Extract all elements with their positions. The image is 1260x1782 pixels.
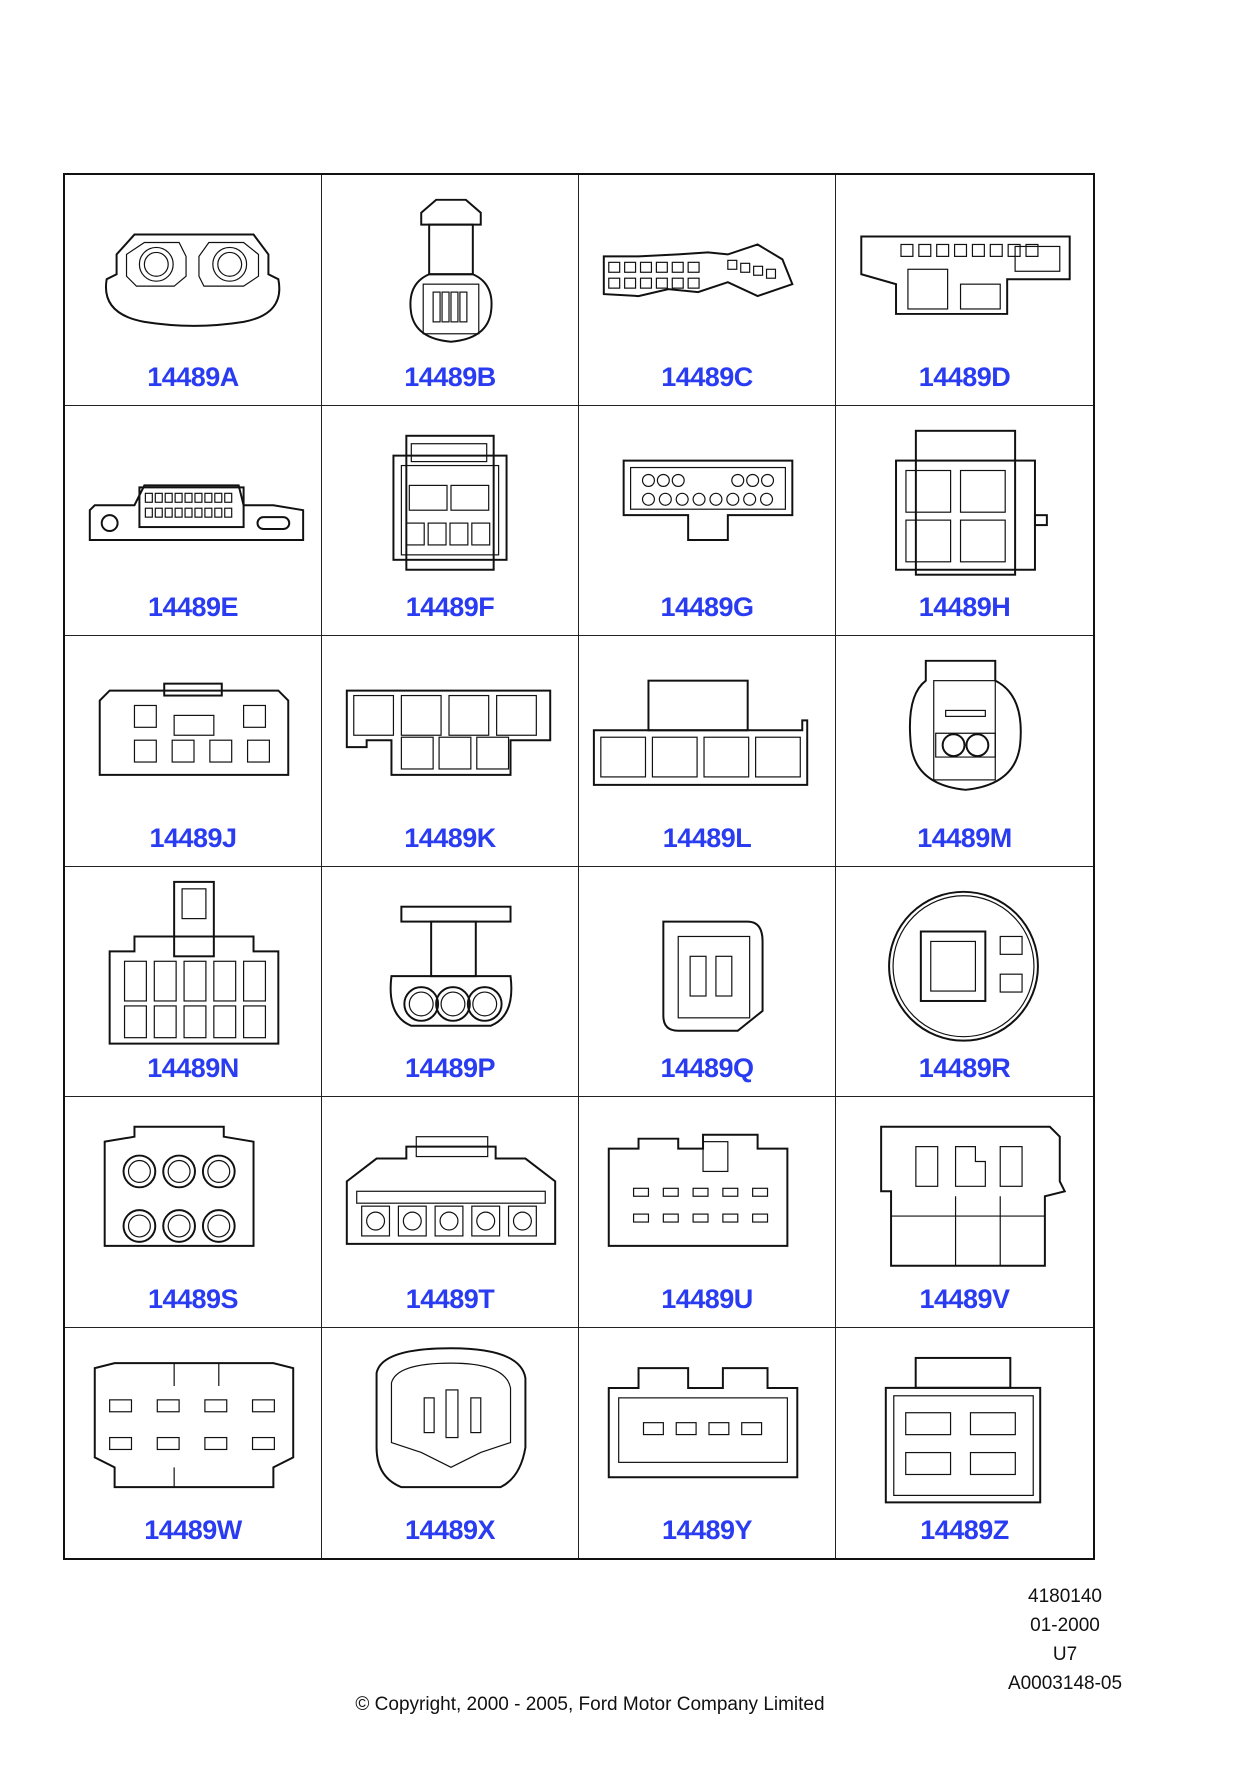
connector-drawing [908,659,1022,791]
connector-label: 14489N [147,1053,239,1083]
connector-cell: 14489L [579,636,836,867]
connector-drawing [880,1125,1067,1267]
connector-cell: 14489H [836,406,1093,636]
connector-cell: 14489M [836,636,1093,867]
connector-cell: 14489F [322,405,579,636]
connector-label: 14489V [919,1283,1010,1314]
connector-cell: 14489K [322,636,579,867]
connector-label: 14489Y [661,1515,753,1545]
connector-drawing [409,198,493,343]
connector-label: 14489H [918,592,1011,622]
connector-label: 14489J [149,822,237,853]
connector-label: 14489K [404,822,496,853]
reference-block: 4180140 01-2000 U7 A0003148-05 [990,1582,1140,1698]
connector-label: 14489Z [920,1515,1009,1545]
connector-label: 14489W [144,1515,242,1545]
connector-drawing [622,459,794,541]
connector-cell: 14489V [836,1097,1093,1328]
connector-drawing [592,679,809,786]
connector-cell: 14489R [836,867,1093,1097]
connector-label: 14489X [404,1515,496,1545]
connector-label: 14489B [404,361,496,392]
connector-drawing [108,880,280,1045]
connector-cell: 14489U [579,1097,836,1328]
connector-grid: 14489A 14489B 14489C 14489D 14489E 14489F 1448… [63,173,1095,1560]
connector-cell: 14489Q [579,866,836,1097]
connector-label: 14489M [917,822,1012,853]
connector-cell: 14489G [579,405,836,636]
connector-drawing [104,233,281,327]
connector-drawing [345,1136,557,1245]
connector-label: 14489F [405,592,495,622]
connector-cell: 14489D [836,175,1093,406]
connector-drawing [93,1361,295,1488]
connector-label: 14489S [147,1283,239,1314]
connector-cell: 14489E [65,405,322,636]
connector-cell: 14489W [65,1327,322,1558]
connector-label: 14489L [662,822,752,853]
connector-label: 14489T [405,1283,495,1314]
connector-label: 14489D [918,361,1011,392]
copyright: © Copyright, 2000 - 2005, Ford Motor Com… [355,1694,825,1715]
connector-label: 14489G [660,592,754,622]
connector-cell: 14489C [579,175,836,406]
connector-drawing [602,243,794,298]
connector-drawing [607,1366,799,1478]
connector-cell: 14489J [65,636,322,867]
connector-drawing [392,434,508,571]
connector-drawing [888,890,1039,1042]
date: 01-2000 [1030,1615,1100,1636]
connector-drawing [895,429,1048,576]
connector-cell: 14489B [322,175,579,406]
connector-label: 14489E [147,592,239,622]
connector-cell: 14489N [65,866,322,1097]
connector-drawing [662,920,764,1032]
connector-drawing [98,682,290,776]
illustration-id: A0003148-05 [1007,1673,1123,1694]
code: U7 [1052,1644,1078,1665]
connector-cell: 14489X [322,1327,579,1558]
connector-label: 14489Q [660,1053,754,1083]
connector-label: 14489C [661,361,753,392]
connector-label: 14489A [147,361,239,392]
connector-cell: 14489S [65,1097,322,1328]
connector-cell: 14489T [322,1097,579,1328]
connector-drawing [345,689,552,776]
connector-drawing [88,483,305,541]
part-number: 4180140 [1028,1586,1102,1607]
connector-drawing [860,235,1071,315]
connector-drawing [389,905,513,1027]
connector-label: 14489P [404,1053,496,1083]
connector-drawing [884,1356,1042,1503]
connector-cell: 14489P [322,866,579,1097]
connector-cell: 14489Z [836,1328,1093,1559]
connector-cell: 14489A [65,175,322,406]
connector-drawing [375,1346,527,1488]
connector-label: 14489R [918,1053,1011,1083]
connector-drawing [103,1125,255,1247]
connector-label: 14489U [661,1283,753,1314]
connector-cell: 14489Y [579,1327,836,1558]
connector-drawing [607,1133,789,1247]
